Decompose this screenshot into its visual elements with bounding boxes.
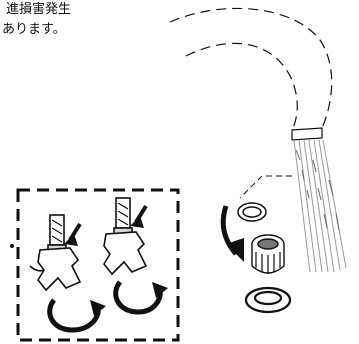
aerator-ring-icon: [237, 202, 267, 222]
bullet-dot: [10, 244, 14, 248]
water-stream-icon: [293, 139, 347, 273]
aerator-cap-icon: [244, 286, 292, 314]
valve-handle-icon: [29, 214, 82, 292]
aerator-screen-icon: [251, 234, 285, 274]
down-arrow-icon: [220, 205, 244, 262]
rotate-arrow-icon: [113, 280, 163, 315]
rotate-arrow-icon: [47, 298, 101, 333]
caption-line-2: あります。: [2, 22, 66, 37]
valve-handle-icon: [103, 197, 148, 276]
caption-text: 進損害発生 あります。: [0, 0, 120, 40]
leader-line: [239, 175, 292, 199]
caption-line-1: 進損害発生: [6, 2, 72, 17]
faucet-spout-icon: [169, 7, 333, 141]
